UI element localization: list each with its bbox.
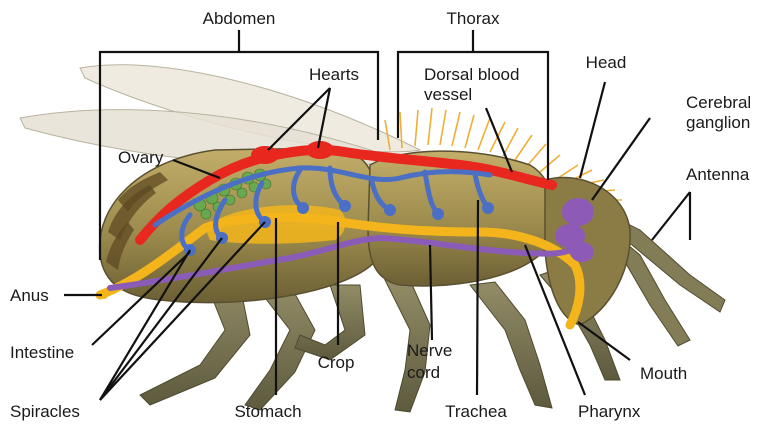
label-intestine: Intestine: [10, 343, 74, 362]
label-crop: Crop: [318, 353, 355, 372]
heart-chamber: [251, 146, 279, 164]
label-nerve-cord-line1: Nerve: [407, 341, 452, 360]
heart-chamber: [306, 141, 334, 159]
label-cerebral-ganglion-line2: ganglion: [686, 113, 750, 132]
label-head: Head: [586, 53, 627, 72]
label-antenna: Antenna: [686, 165, 750, 184]
label-thorax: Thorax: [447, 9, 500, 28]
label-abdomen: Abdomen: [203, 9, 276, 28]
label-trachea: Trachea: [445, 402, 507, 421]
label-dorsal-blood-vessel-line2: vessel: [424, 85, 472, 104]
label-anus: Anus: [10, 286, 49, 305]
label-spiracles: Spiracles: [10, 402, 80, 421]
label-pharynx: Pharynx: [578, 402, 641, 421]
label-nerve-cord-line2: cord: [407, 363, 440, 382]
label-ovary: Ovary: [118, 148, 164, 167]
label-dorsal-blood-vessel-line1: Dorsal blood: [424, 65, 519, 84]
label-cerebral-ganglion-line1: Cerebral: [686, 93, 751, 112]
label-hearts: Hearts: [309, 65, 359, 84]
label-mouth: Mouth: [640, 364, 687, 383]
label-stomach: Stomach: [234, 402, 301, 421]
